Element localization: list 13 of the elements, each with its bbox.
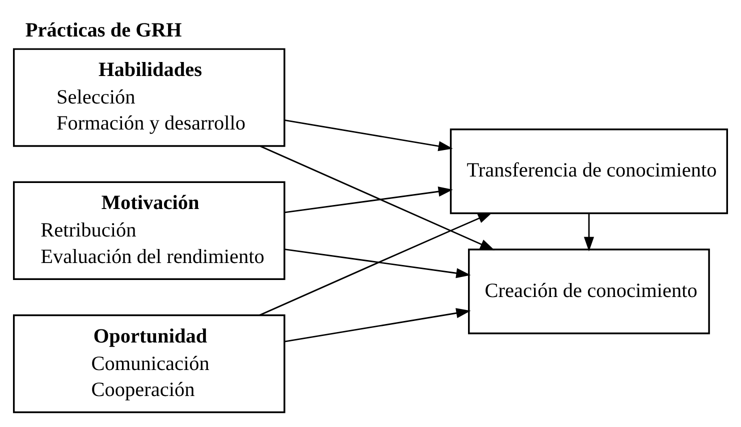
node-box: Habilidades Selección Formación y desarrollo [13,48,286,146]
arrow [259,212,492,316]
arrow [284,118,453,151]
arrow [284,186,453,213]
node-box: Creación de conocimiento [468,248,710,334]
arrow [284,248,471,278]
arrow [260,145,495,250]
node-box: Oportunidad Comunicación Cooperación [13,314,286,413]
node-box: Motivación Retribución Evaluación del rendimiento [13,180,286,280]
arrow [584,212,594,251]
arrow [284,308,471,342]
diagram-title: Prácticas de GRH [25,18,182,41]
node-box: Transferencia de conocimiento [450,128,728,214]
